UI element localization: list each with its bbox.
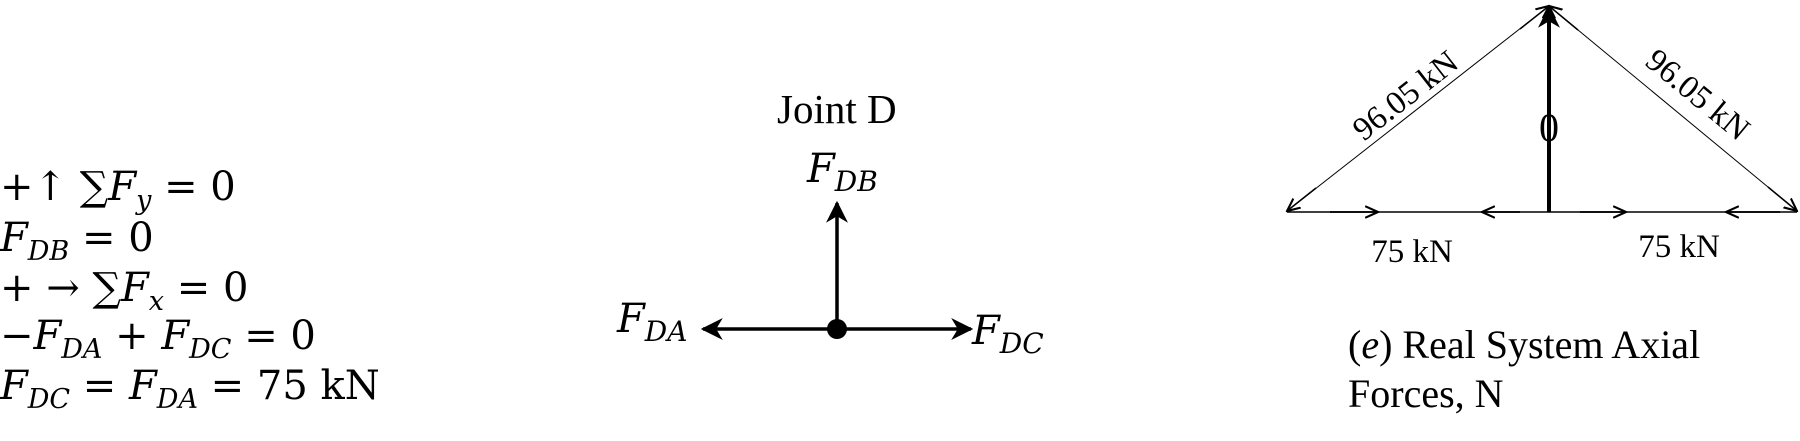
caption-line1-text: Real System Axial: [1402, 322, 1701, 367]
sum-fy-var: F: [108, 164, 137, 210]
force-fda-label: FDA: [617, 299, 687, 346]
sum-fy-rhs: = 0: [164, 164, 236, 210]
fdb-sub: DB: [27, 236, 70, 267]
fda-label-sub: DA: [644, 315, 688, 348]
right-diagonal-member: [1548, 5, 1798, 212]
force-fdc-label: FDC: [972, 311, 1044, 358]
fdb-var: F: [0, 215, 28, 261]
joint-d-title: Joint D: [777, 86, 897, 132]
fda-fdc-sign1: −: [0, 313, 34, 359]
sum-fx-rhs: = 0: [176, 265, 249, 311]
fdc-result-sub1: DC: [27, 384, 71, 415]
fdb-label-var: F: [807, 146, 835, 192]
left-diagonal-label: 96.05 kN: [1346, 44, 1465, 148]
fda-fdc-sub1: DA: [61, 334, 103, 365]
equation-sum-fy: +↑ ∑Fy = 0: [0, 167, 236, 214]
fdc-label-sub: DC: [999, 327, 1044, 360]
right-diagonal-arrow-top: [1549, 6, 1579, 31]
fda-fdc-var2: F: [161, 313, 190, 359]
caption-line-2: Forces, N: [1348, 370, 1504, 416]
fdc-result-var1: F: [0, 363, 28, 409]
right-diagonal-arrow-bottom: [1767, 186, 1797, 211]
bottom-left-label: 75 kN: [1371, 234, 1453, 270]
left-diagonal-arrow-top: [1519, 6, 1549, 30]
fda-label-var: F: [617, 296, 645, 342]
joint-d-node: [827, 319, 847, 339]
vertical-member-label: 0: [1539, 105, 1559, 150]
equation-fdc-result: FDC = FDA = 75 kN: [0, 366, 380, 413]
fdc-label-var: F: [972, 308, 1000, 354]
caption-label: e: [1361, 322, 1380, 367]
sum-fy-prefix: +↑ ∑: [0, 164, 109, 210]
fdc-result-mid: =: [82, 363, 117, 409]
left-diagonal-member: [1286, 5, 1550, 212]
fdc-result-var2: F: [129, 363, 157, 409]
equation-sum-fx: + → ∑Fx = 0: [0, 268, 248, 315]
equation-fdb: FDB = 0: [0, 218, 154, 265]
sum-fx-sub: x: [148, 286, 165, 317]
fda-fdc-var1: F: [33, 313, 62, 359]
sum-fy-sub: y: [136, 185, 152, 216]
caption-line-1: (e) Real System Axial: [1348, 322, 1701, 367]
fdb-rhs: = 0: [81, 215, 154, 261]
fda-fdc-sign2: +: [115, 313, 149, 359]
sum-fx-prefix: + → ∑: [0, 265, 122, 311]
left-diagonal-arrow-bottom: [1287, 187, 1317, 211]
equation-fda-fdc: −FDA + FDC = 0: [0, 316, 316, 363]
right-diagonal-label: 96.05 kN: [1639, 42, 1757, 148]
fdc-result-rhs: = 75 kN: [210, 363, 380, 409]
force-fdb-label: FDB: [807, 149, 878, 196]
sum-fx-var: F: [121, 265, 149, 311]
bottom-right-label: 75 kN: [1638, 229, 1720, 265]
fda-fdc-sub2: DC: [189, 334, 232, 365]
fda-fdc-rhs: = 0: [244, 313, 316, 359]
figure-caption: (e) Real System Axial Forces, N: [1348, 321, 1700, 419]
fdb-label-sub: DB: [834, 165, 878, 198]
fdc-result-sub2: DA: [156, 384, 198, 415]
joint-d-fbd: [700, 200, 974, 340]
truss-diagram: 96.05 kN 96.05 kN 0 75 kN 75 kN: [1287, 6, 1797, 270]
